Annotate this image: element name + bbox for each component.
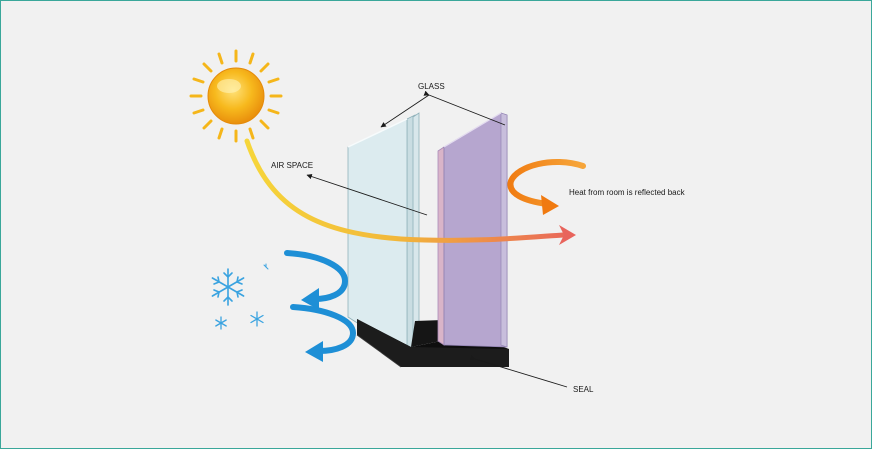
glass-leader-lines bbox=[380, 90, 506, 128]
air-space-label: AIR SPACE bbox=[271, 161, 314, 170]
solar-radiation-arrow bbox=[244, 138, 576, 245]
air-space-leader-line bbox=[306, 173, 428, 216]
snowflake-icon bbox=[211, 263, 269, 330]
glass-label: GLASS bbox=[418, 82, 445, 91]
heat-arrow-icon bbox=[507, 158, 586, 215]
seal-label: SEAL bbox=[573, 385, 594, 394]
sun-icon bbox=[189, 49, 283, 143]
seal-leader-line bbox=[469, 355, 568, 388]
heat-reflected-label: Heat from room is reflected back bbox=[569, 188, 685, 197]
tinted-glass-pane bbox=[437, 112, 508, 348]
cold-air-arrow-icon bbox=[284, 250, 357, 362]
